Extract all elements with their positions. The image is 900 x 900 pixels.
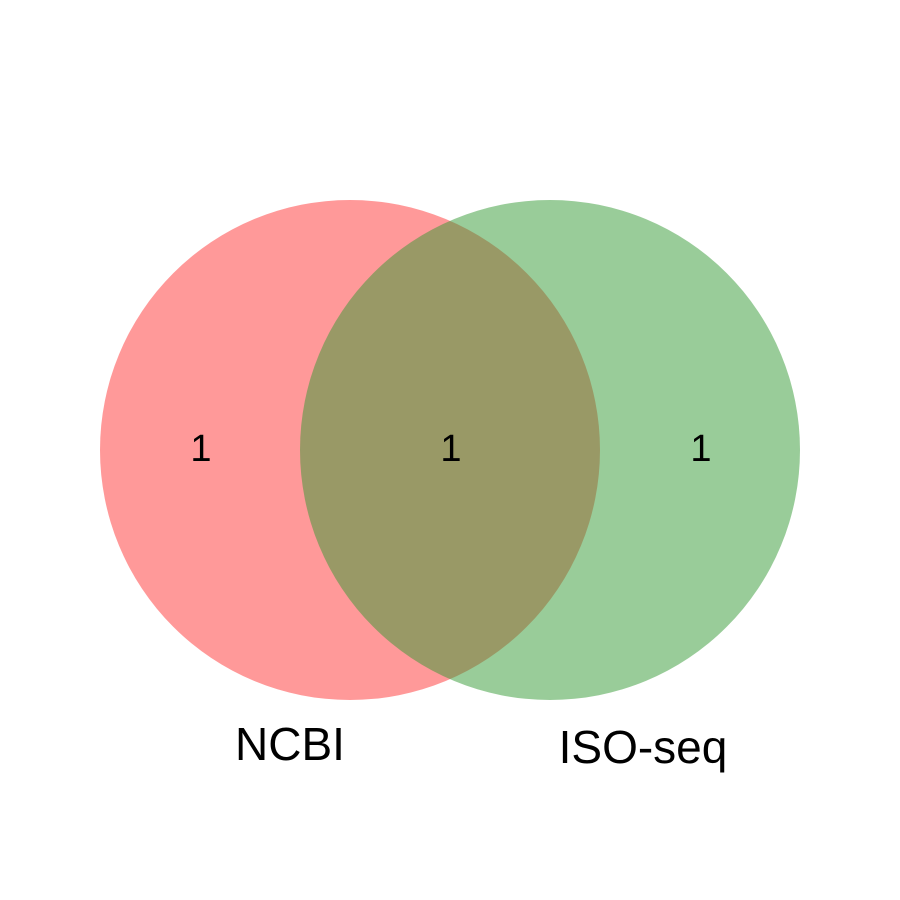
set-label-ncbi: NCBI: [235, 718, 345, 770]
region-count-iso-seq-only: 1: [690, 428, 711, 470]
region-count-ncbi-only: 1: [190, 428, 211, 470]
set-circle-iso-seq: [300, 200, 800, 700]
region-count-intersection: 1: [440, 428, 461, 470]
set-label-iso-seq: ISO-seq: [559, 721, 728, 773]
